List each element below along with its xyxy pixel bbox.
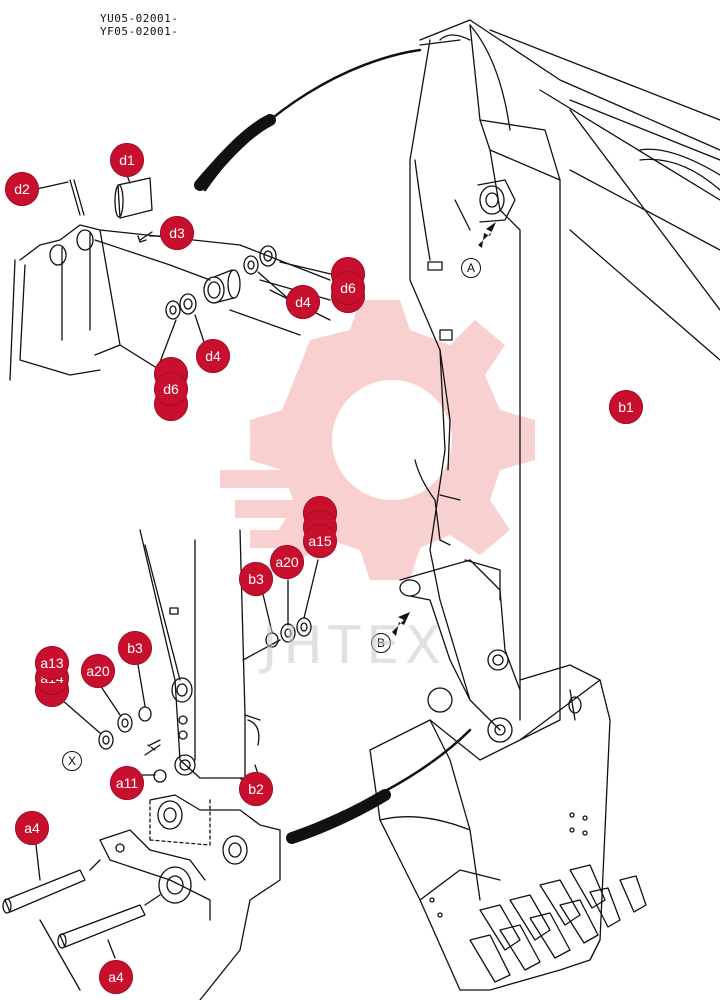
callout-d2: d2 [5,172,39,206]
bucket-drawing [369,664,647,991]
top-left-detail [9,169,336,381]
callout-d4-left: d4 [196,339,230,373]
top-curve-arrow-thick [194,114,276,191]
bottom-curve-arrow-thick [286,789,391,844]
callout-b1: b1 [609,390,643,424]
main-arm-assembly [399,19,720,743]
callout-a4-bottom: a4 [99,960,133,994]
callout-a20-right: a20 [270,545,304,579]
bottom-left-detail [2,794,281,1000]
callout-a11: a11 [110,766,144,800]
view-label-x: X [62,751,82,771]
callout-a20-left: a20 [81,654,115,688]
callout-d3: d3 [160,216,194,250]
watermark-gear-icon [220,300,535,580]
callout-d6-right: d6 [331,271,365,305]
callout-a15: a15 [303,524,337,558]
callout-b3-right: b3 [239,562,273,596]
view-label-b: B [371,633,391,653]
serial-number-2: YF05-02001- [100,25,179,38]
bucket-teeth [469,864,647,983]
top-curve-arrow [203,48,422,192]
watermark-text: JHTEX [262,616,447,676]
callout-d6-left: d6 [154,372,188,406]
callout-b2: b2 [239,772,273,806]
callout-a13: a13 [35,646,69,680]
callout-b3-left: b3 [118,631,152,665]
serial-number-1: YU05-02001- [100,12,179,25]
callout-d1: d1 [110,143,144,177]
callout-d4-right: d4 [286,285,320,319]
view-label-a: A [461,258,481,278]
callout-a4-top: a4 [15,811,49,845]
